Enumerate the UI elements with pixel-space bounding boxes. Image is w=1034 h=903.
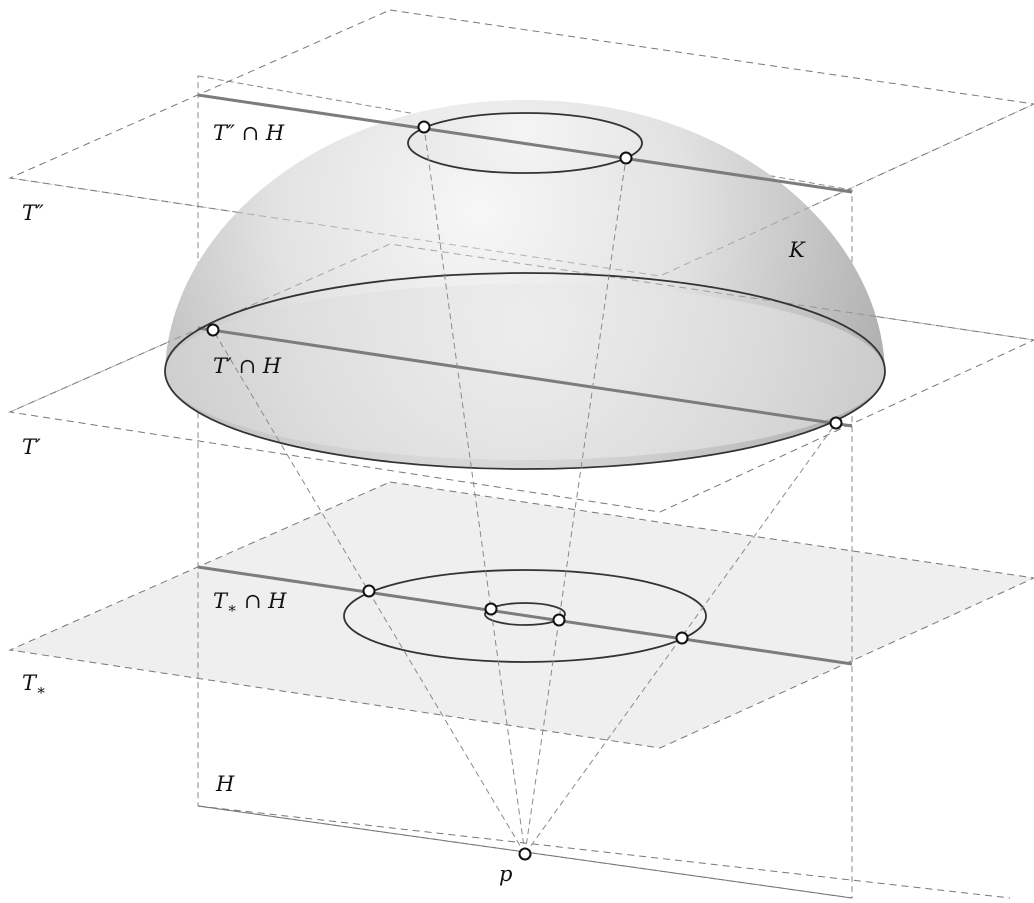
dome-base-ring [164,272,886,470]
label-t-star-cap-h: T∗ ∩ H [213,589,287,617]
label-k: K [788,238,806,262]
label-t-double-prime-cap-h: T″ ∩ H [213,121,285,145]
plane-through-p [197,805,853,899]
label-t-prime-cap-h: T′ ∩ H [213,354,282,378]
ray-3 [423,126,526,855]
t-prime-cap-h-line [197,326,853,428]
plane-t-double-prime-through [9,103,1034,277]
t-star-cap-h-line [197,565,853,666]
ray-4 [524,157,627,855]
label-t-prime: T′ [22,435,41,459]
t-double-prime-cap-h-line [197,93,853,194]
label-t-double-prime: T″ [22,201,44,225]
point-inner-left [484,602,498,616]
label-h: H [215,772,235,796]
plane-through-p-edge [197,805,1011,899]
label-p: p [499,862,512,886]
projected-inner-ring [484,602,566,626]
label-t-star: T∗ [22,671,46,699]
points [206,120,843,861]
point-cap-left [417,120,431,134]
projected-outer-ring [343,569,707,663]
cap-ring [407,112,643,174]
point-inner-right [552,613,566,627]
dome-base-inner [165,284,885,460]
point-p [518,847,532,861]
point-base-left [206,323,220,337]
point-outer-left [362,584,376,598]
point-outer-right [675,631,689,645]
point-cap-right [619,151,633,165]
plane-t-prime-through [9,243,1034,413]
point-base-right [829,416,843,430]
